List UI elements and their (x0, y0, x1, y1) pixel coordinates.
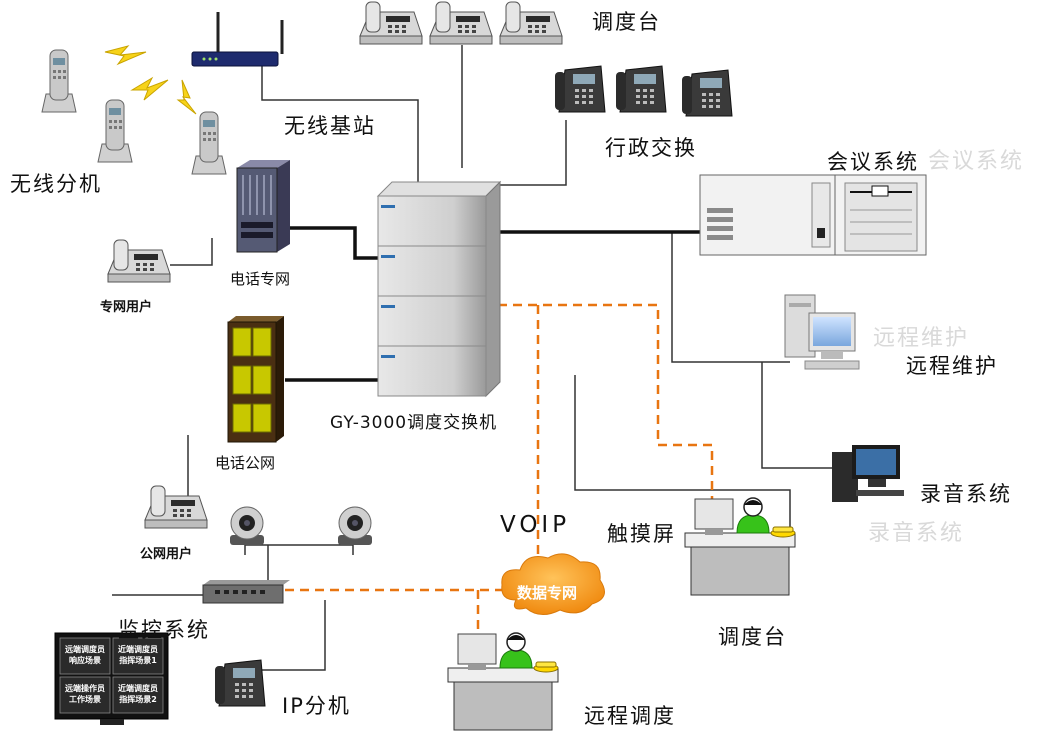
remote-maint-label: 远程维护 (906, 354, 998, 378)
monitor-panel-2-line1: 近端调度员 (118, 645, 158, 654)
ghost-conference-label: 会议系统 (928, 149, 1025, 174)
dispatch-operator-icon (684, 497, 796, 596)
private-user-phone-icon (107, 239, 171, 283)
public-switch-rack-icon (227, 316, 284, 443)
trunk-lines (262, 226, 705, 382)
monitor-panel-3-line1: 远端操作员 (65, 684, 105, 693)
monitoring-label: 监控系统 (118, 618, 210, 642)
cordless-phone-2-icon (97, 99, 133, 163)
ghost-recording-label: 录音系统 (868, 521, 965, 546)
camera-2-icon (337, 506, 373, 546)
cloud-icon (501, 553, 605, 615)
dispatch-phone-2-icon (429, 1, 493, 45)
wireless-station-label: 无线基站 (284, 114, 376, 138)
tel-public-label: 电话公网 (215, 454, 276, 472)
wireless-ext-label: 无线分机 (10, 172, 102, 196)
conference-system-icon (699, 174, 927, 256)
tel-private-label: 电话专网 (230, 270, 291, 288)
router-icon (191, 12, 284, 67)
recording-pc-icon (832, 445, 904, 502)
data-net-label: 数据专网 (517, 584, 578, 602)
monitor-panel-1: 远端调度员 响应场景 (60, 644, 110, 666)
touchscreen-label: 触摸屏 (607, 522, 676, 546)
monitor-panel-2-line2: 指挥场景1 (119, 656, 157, 665)
admin-exchange-label: 行政交换 (605, 136, 697, 160)
monitor-panel-1-line1: 远端调度员 (65, 645, 105, 654)
ip-ext-label: IP分机 (282, 694, 351, 718)
remote-dispatch-label: 远程调度 (584, 704, 676, 728)
cordless-phone-1-icon (41, 49, 77, 113)
monitor-panel-4-line2: 指挥场景2 (119, 695, 157, 704)
lightning-icon (104, 45, 197, 115)
dispatch-top-label: 调度台 (592, 10, 661, 34)
switch-cabinet-icon (376, 180, 502, 398)
monitor-panel-4: 近端调度员 指挥场景2 (113, 683, 163, 705)
public-user-phone-icon (144, 485, 208, 529)
dispatch-bottom-label: 调度台 (718, 625, 787, 649)
conference-label: 会议系统 (827, 150, 919, 174)
switch-main-label: GY-3000调度交换机 (330, 413, 498, 433)
monitor-panel-1-line2: 响应场景 (69, 656, 101, 665)
cordless-phone-3-icon (191, 111, 227, 175)
ip-extension-phone-icon (214, 659, 266, 707)
voip-label: VOIP (500, 512, 571, 538)
monitor-wall-icon (54, 632, 169, 725)
server-rack-icon (236, 160, 290, 253)
dispatch-phone-3-icon (499, 1, 563, 45)
camera-1-icon (229, 506, 265, 546)
admin-phone-2-icon (615, 65, 667, 113)
admin-phone-3-icon (681, 69, 733, 117)
dispatch-phone-1-icon (359, 1, 423, 45)
public-user-label: 公网用户 (140, 547, 193, 562)
monitor-panel-3-line2: 工作场景 (69, 695, 101, 704)
admin-phone-1-icon (554, 65, 606, 113)
monitor-panel-2: 近端调度员 指挥场景1 (113, 644, 163, 666)
monitor-panel-3: 远端操作员 工作场景 (60, 683, 110, 705)
remote-maintenance-pc-icon (784, 294, 860, 370)
remote-operator-icon (447, 632, 559, 731)
recording-label: 录音系统 (920, 482, 1012, 506)
voip-dashed-lines (285, 303, 714, 640)
ghost-remote-maint-label: 远程维护 (873, 326, 970, 351)
monitor-panel-4-line1: 近端调度员 (118, 684, 158, 693)
private-user-label: 专网用户 (100, 300, 153, 315)
network-switch-icon (202, 580, 290, 604)
